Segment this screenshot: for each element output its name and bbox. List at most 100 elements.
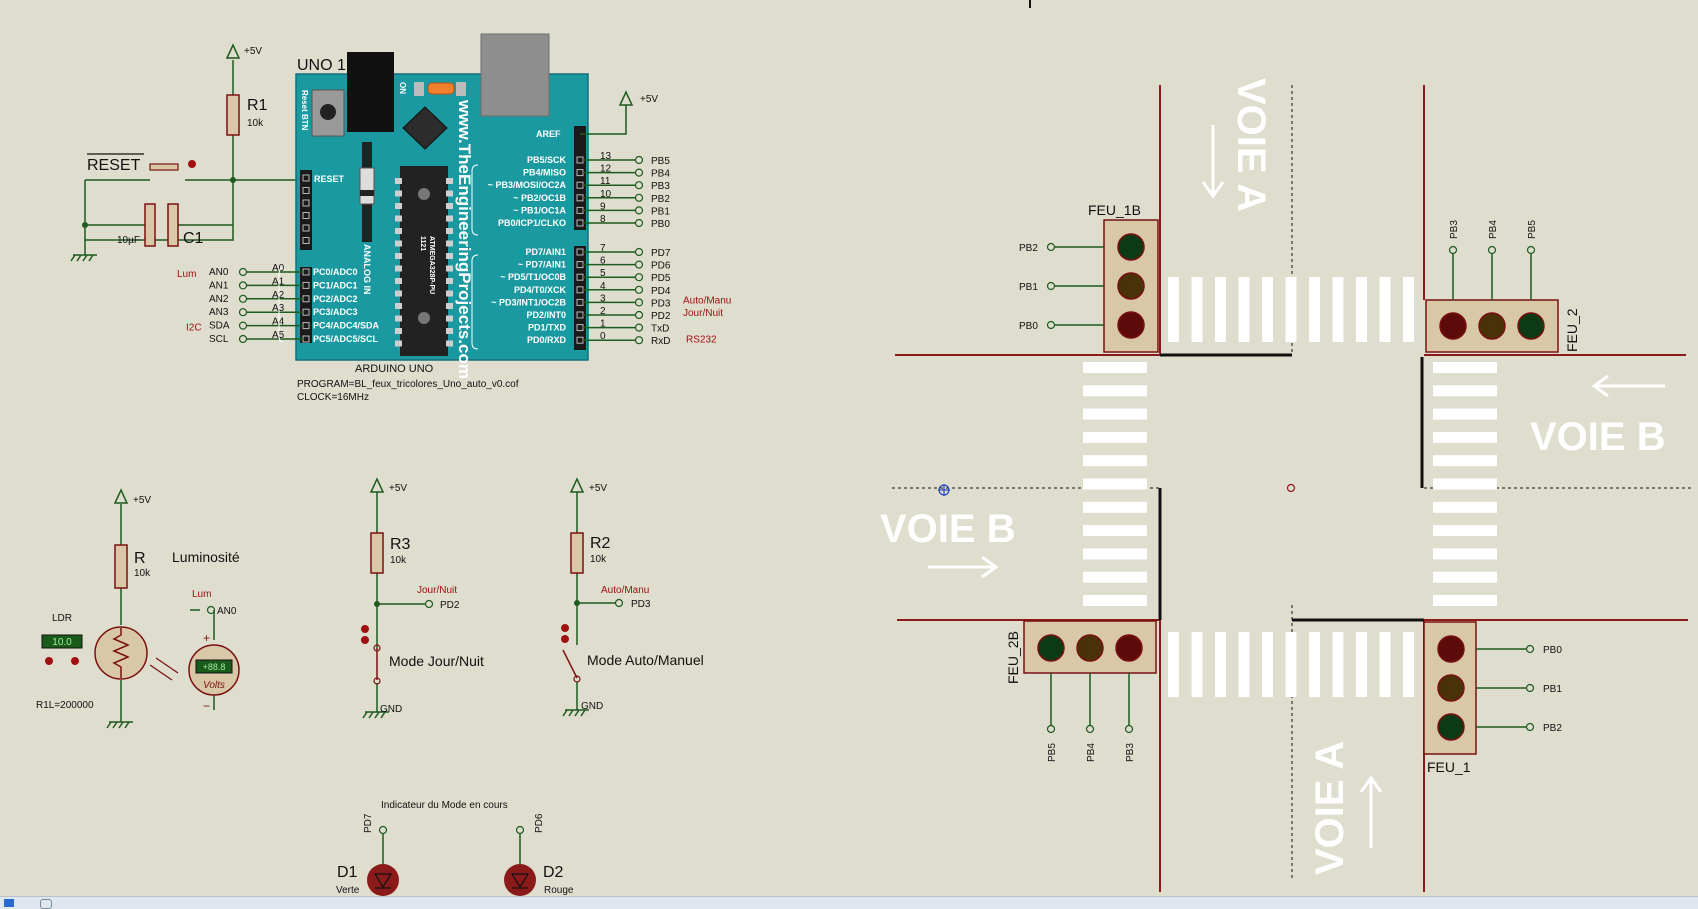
- digital-terminal[interactable]: [634, 285, 644, 294]
- digital-net-label: PD4: [651, 286, 671, 297]
- r1-resistor[interactable]: [226, 94, 240, 136]
- analog-terminal[interactable]: [238, 267, 248, 277]
- pd6-terminal[interactable]: [515, 825, 525, 835]
- switch-auto-manu-circuit[interactable]: +5V R2 10k Auto/Manu PD3 Mode Auto/Manue…: [561, 477, 704, 717]
- crosswalk-stripe: [1433, 501, 1497, 513]
- feu-2b-terminal[interactable]: [1046, 724, 1056, 734]
- ldr-arrow-dot[interactable]: [45, 657, 53, 665]
- intersection[interactable]: VOIE A VOIE A VOIE B VOIE B FEU_1B: [880, 0, 1692, 892]
- feu-1-green-light[interactable]: [1437, 713, 1465, 741]
- c1-plate-a[interactable]: [144, 203, 156, 247]
- digital-terminal[interactable]: [634, 323, 644, 332]
- feu-1b-net-2: PB1: [1019, 282, 1038, 293]
- feu-2b-terminal[interactable]: [1085, 724, 1095, 734]
- r-name: R: [134, 550, 146, 567]
- reset-pushbutton[interactable]: [149, 163, 179, 171]
- feu-2-green-light[interactable]: [1517, 312, 1545, 340]
- switch-jour-button[interactable]: [361, 625, 369, 633]
- ldr-sensor[interactable]: [94, 626, 148, 680]
- crosswalk-stripe: [1191, 277, 1203, 342]
- feu-2b-terminal[interactable]: [1124, 724, 1134, 734]
- feu-1b-green-light[interactable]: [1117, 233, 1145, 261]
- switch-auto-button[interactable]: [561, 624, 569, 632]
- feu-2-terminal[interactable]: [1487, 245, 1497, 255]
- pd7-terminal[interactable]: [378, 825, 388, 835]
- digital-terminal[interactable]: [634, 206, 644, 215]
- volts-label: Volts: [203, 680, 225, 691]
- ldr-arrow-dot[interactable]: [71, 657, 79, 665]
- crosswalk-stripe: [1332, 632, 1344, 697]
- digital-terminal[interactable]: [634, 193, 644, 202]
- crosswalk-stripe: [1356, 632, 1367, 697]
- feu-1b-red-light[interactable]: [1117, 311, 1145, 339]
- digital-terminal[interactable]: [634, 181, 644, 190]
- feu-1-yellow-light[interactable]: [1437, 674, 1465, 702]
- voltmeter-display[interactable]: [195, 659, 233, 674]
- feu-1-terminal[interactable]: [1525, 644, 1535, 654]
- ldr-circuit[interactable]: +5V R 10k Luminosité Lum AN0 LDR 10.0 R1…: [36, 488, 240, 729]
- digital-terminal[interactable]: [634, 247, 644, 257]
- c1-plate-b[interactable]: [167, 203, 179, 247]
- feu-1b-yellow-light[interactable]: [1117, 272, 1145, 300]
- feu-1b[interactable]: FEU_1B PB2 PB1 PB0: [1019, 202, 1159, 353]
- analog-terminal[interactable]: [238, 321, 248, 330]
- feu-1b-terminal[interactable]: [1046, 320, 1056, 330]
- switch-contact: [573, 675, 581, 683]
- r-resistor[interactable]: [114, 544, 128, 589]
- digital-net-label: PB2: [651, 194, 670, 205]
- switch-jour-nuit-circuit[interactable]: +5V R3 10k Jour/Nuit PD2 Mode Jour/Nuit …: [361, 477, 484, 719]
- feu-1-red-light[interactable]: [1437, 635, 1465, 663]
- analog-in-label: ANALOG IN: [362, 244, 372, 295]
- feu-1b-terminal[interactable]: [1046, 242, 1056, 252]
- digital-terminal[interactable]: [634, 218, 644, 228]
- analog-terminal[interactable]: [238, 334, 248, 344]
- feu-1-terminal[interactable]: [1525, 683, 1535, 693]
- digital-terminal[interactable]: [634, 260, 644, 269]
- r2-resistor[interactable]: [570, 532, 584, 574]
- reset-circuit[interactable]: +5V R1 10k RESET C1 10µF: [70, 43, 300, 262]
- analog-net-label: AN1: [209, 280, 229, 291]
- switch-jour-button[interactable]: [361, 636, 369, 644]
- analog-terminal[interactable]: [238, 281, 248, 290]
- analog-pin-group[interactable]: PC0/ADC0A0AN0LumPC1/ADC1A1AN1PC2/ADC2A2A…: [177, 263, 380, 345]
- led-d2[interactable]: [504, 864, 536, 896]
- analog-terminal[interactable]: [238, 308, 248, 317]
- feu-2b-red-light[interactable]: [1115, 634, 1143, 662]
- feu-1b-terminal[interactable]: [1046, 281, 1056, 291]
- r3-resistor[interactable]: [370, 532, 384, 574]
- pd3-terminal[interactable]: [614, 598, 624, 608]
- analog-inner-label: PC2/ADC2: [313, 294, 358, 304]
- feu-2-terminal[interactable]: [1526, 245, 1536, 255]
- feu-2b[interactable]: PB5 PB4 PB3 FEU_2B: [1005, 620, 1157, 762]
- feu-2-red-light[interactable]: [1439, 312, 1467, 340]
- digital-terminal[interactable]: [634, 310, 644, 320]
- led-d1[interactable]: [367, 864, 399, 896]
- digital-terminal[interactable]: [634, 336, 644, 345]
- digital-terminal[interactable]: [634, 155, 644, 165]
- digital-terminal[interactable]: [634, 298, 644, 307]
- feu-1[interactable]: PB0 PB1 PB2 FEU_1: [1423, 621, 1562, 775]
- feu-2-terminal[interactable]: [1448, 245, 1458, 255]
- arduino-uno[interactable]: UNO 1 Reset BTN ON ANALOG IN 1121 ATMEGA…: [177, 33, 732, 403]
- chip-pin: [395, 240, 402, 247]
- pd2-terminal[interactable]: [424, 599, 434, 609]
- feu-2-yellow-light[interactable]: [1478, 312, 1506, 340]
- status-icon[interactable]: [4, 899, 14, 907]
- digital-terminal[interactable]: [634, 273, 644, 282]
- feu-2b-yellow-light[interactable]: [1076, 634, 1104, 662]
- switch-auto-lever[interactable]: [562, 649, 578, 679]
- mode-indicator[interactable]: Indicateur du Mode en cours PD7 D1 Verte…: [336, 800, 574, 896]
- an0-terminal[interactable]: [206, 605, 216, 615]
- feu-2b-green-light[interactable]: [1037, 634, 1065, 662]
- ldr-display[interactable]: [41, 634, 83, 649]
- header-hole: [302, 212, 310, 219]
- feu-1-terminal[interactable]: [1525, 722, 1535, 732]
- analog-terminal[interactable]: [238, 294, 248, 303]
- feu-2[interactable]: PB3 PB4 PB5 FEU_2: [1425, 220, 1580, 353]
- digital-terminal[interactable]: [634, 168, 644, 177]
- crosswalk-stripe: [1433, 385, 1497, 397]
- switch-auto-button[interactable]: [561, 635, 569, 643]
- reset-button-cap[interactable]: [320, 104, 336, 120]
